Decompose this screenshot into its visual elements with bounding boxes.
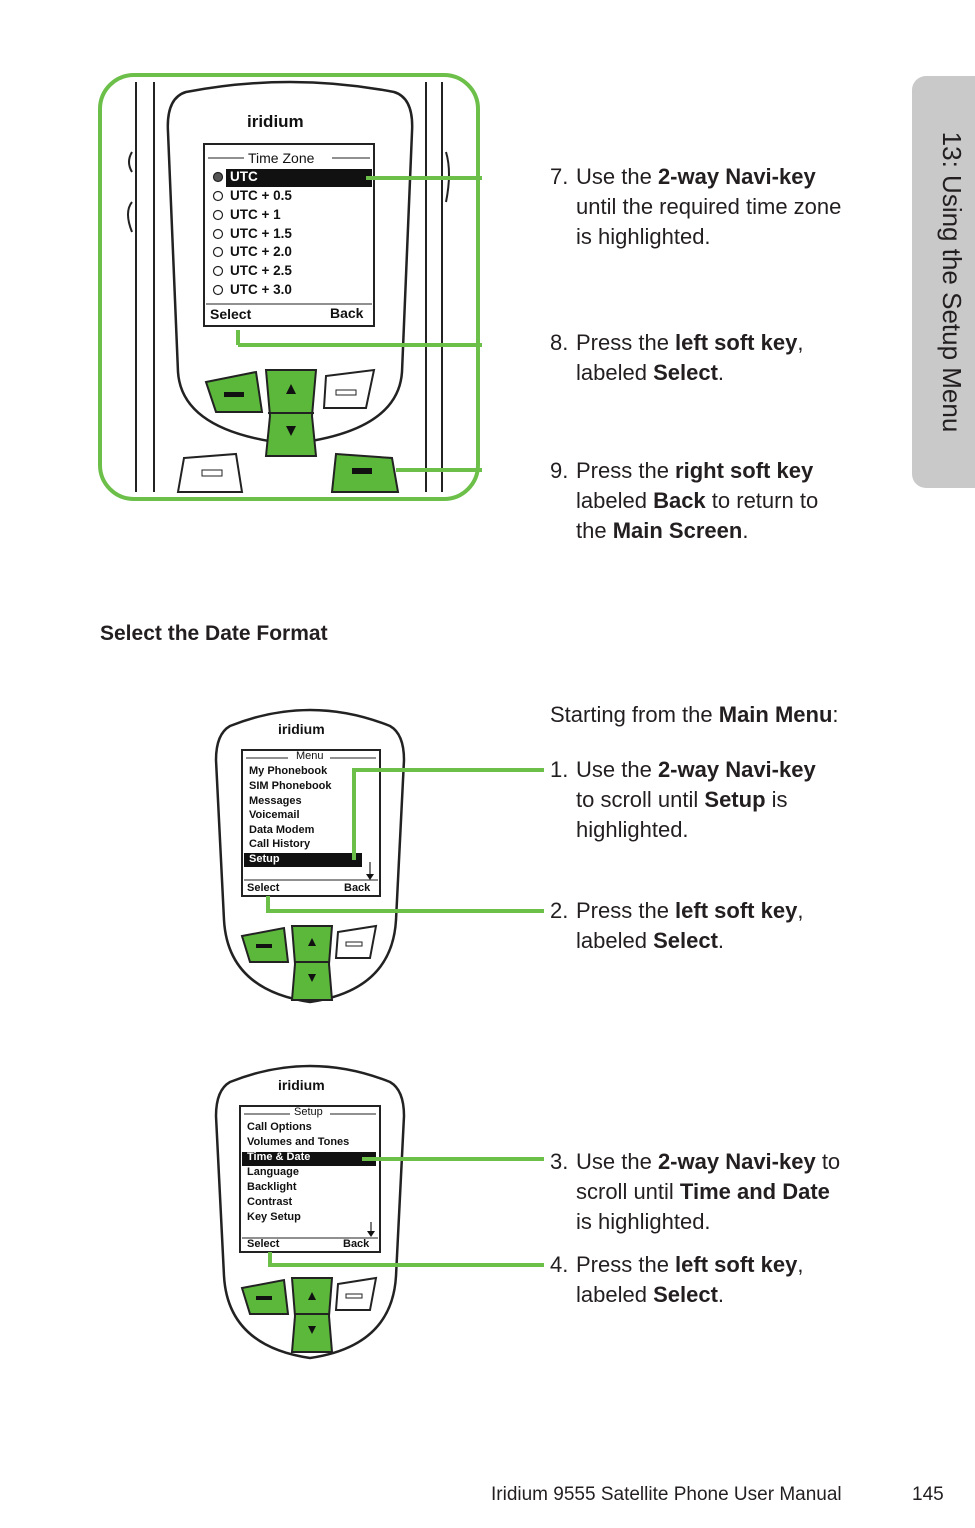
chapter-tab: 13: Using the Setup Menu: [912, 76, 975, 488]
phone2-left-soft-label: Select: [247, 882, 280, 894]
chapter-tab-label: 13: Using the Setup Menu: [937, 131, 967, 433]
phone3-item[interactable]: Volumes and Tones: [247, 1136, 350, 1148]
section-heading: Select the Date Format: [100, 622, 328, 645]
phone3-left-soft-label: Select: [247, 1238, 280, 1250]
phone2-brand-logo: iridium: [278, 721, 325, 737]
phone2-item[interactable]: Data Modem: [249, 824, 315, 836]
phone1-left-soft-label: Select: [210, 306, 252, 322]
phone1-item-selected[interactable]: UTC: [230, 169, 258, 184]
phone1-item[interactable]: UTC + 0.5: [230, 188, 292, 203]
phone3-screen-title: Setup: [294, 1106, 323, 1118]
phone3-item-selected[interactable]: Time & Date: [247, 1151, 311, 1163]
phone1-item[interactable]: UTC + 1: [230, 207, 281, 222]
phone3-item[interactable]: Call Options: [247, 1121, 312, 1133]
phone1-item[interactable]: UTC + 2.5: [230, 263, 292, 278]
phone2-right-soft-label: Back: [344, 882, 371, 894]
phone2-item[interactable]: SIM Phonebook: [249, 780, 332, 792]
phone-illustration-time-zone: [98, 73, 482, 501]
phone2-item[interactable]: Voicemail: [249, 809, 300, 821]
phone1-brand-logo: iridium: [247, 112, 304, 131]
phone3-right-soft-label: Back: [343, 1238, 370, 1250]
footer-manual-title: Iridium 9555 Satellite Phone User Manual: [491, 1484, 842, 1505]
phone1-screen-title: Time Zone: [248, 150, 315, 166]
phone1-item[interactable]: UTC + 2.0: [230, 244, 292, 259]
step-2: 2. Press the left soft key,labeled Selec…: [550, 898, 804, 953]
phone2-item[interactable]: My Phonebook: [249, 765, 328, 777]
phone3-item[interactable]: Language: [247, 1166, 299, 1178]
phone2-item-selected[interactable]: Setup: [249, 853, 280, 865]
phone3-item[interactable]: Key Setup: [247, 1211, 301, 1223]
phone-illustration-setup-menu: [214, 1064, 544, 1360]
phone-illustration-main-menu: [214, 708, 544, 1004]
phone1-item[interactable]: UTC + 1.5: [230, 226, 292, 241]
phone1-right-soft-label: Back: [330, 305, 364, 321]
intro-text: Starting from the Main Menu:: [550, 702, 839, 727]
phone3-item[interactable]: Backlight: [247, 1181, 297, 1193]
phone2-screen-title: Menu: [296, 750, 324, 762]
step-8: 8. Press the left soft key,labeled Selec…: [550, 330, 804, 385]
phone3-item[interactable]: Contrast: [247, 1196, 293, 1208]
step-4: 4. Press the left soft key,labeled Selec…: [550, 1252, 804, 1307]
phone2-item[interactable]: Messages: [249, 795, 302, 807]
phone3-brand-logo: iridium: [278, 1077, 325, 1093]
phone2-item[interactable]: Call History: [249, 838, 311, 850]
phone1-item[interactable]: UTC + 3.0: [230, 282, 292, 297]
page-number: 145: [912, 1484, 944, 1505]
